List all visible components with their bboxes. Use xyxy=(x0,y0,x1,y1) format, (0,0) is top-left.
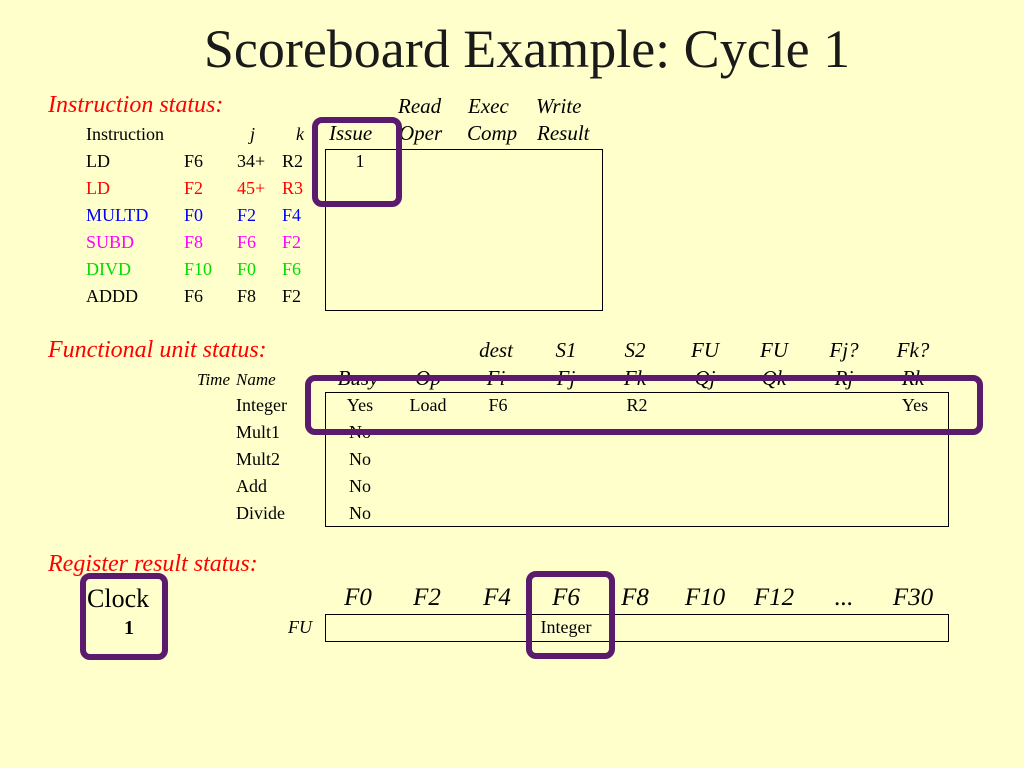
issue-header: Issue xyxy=(329,121,373,145)
instruction-j: 45+ xyxy=(237,178,266,198)
instruction-op: SUBD xyxy=(86,232,135,252)
instruction-row-5: DIVD F10 F0 F6 xyxy=(0,259,1024,286)
register-header: F2 xyxy=(413,584,441,611)
instruction-dest: F6 xyxy=(184,286,204,306)
fu-row-integer: Integer Yes Load F6 R2 Yes xyxy=(0,395,1024,422)
instruction-k: F6 xyxy=(282,259,302,279)
fu-header-time: Time xyxy=(196,370,230,389)
read-header-top: Read xyxy=(398,94,442,118)
fu-row-mult2: Mult2 No xyxy=(0,449,1024,476)
fu-op: Load xyxy=(409,395,447,415)
instruction-issue: 1 xyxy=(355,151,365,171)
fu-busy: No xyxy=(349,449,371,469)
register-result-status-label: Register result status: xyxy=(48,551,258,577)
register-header: F12 xyxy=(753,584,795,611)
fu-header-top-dest: dest xyxy=(479,338,513,362)
fu-header-top-fk: Fk? xyxy=(896,338,930,362)
register-value: Integer xyxy=(540,617,592,637)
instruction-row-4: SUBD F8 F6 F2 xyxy=(0,232,1024,259)
instruction-j: F8 xyxy=(237,286,257,306)
k-header: k xyxy=(296,124,304,144)
fu-header-top-s1: S1 xyxy=(555,338,577,362)
instruction-dest: F0 xyxy=(184,205,204,225)
fu-header-top-fu1: FU xyxy=(691,338,719,362)
fu-header-top-s2: S2 xyxy=(624,338,646,362)
instruction-op: ADDD xyxy=(86,286,138,306)
instruction-k: F4 xyxy=(282,205,302,225)
exec-header-top: Exec xyxy=(468,94,509,118)
instruction-k: R2 xyxy=(282,151,304,171)
fu-header-top-fu2: FU xyxy=(760,338,788,362)
fu-row-divide: Divide No xyxy=(0,503,1024,530)
clock-highlight xyxy=(80,573,168,660)
issue-highlight xyxy=(312,117,402,207)
exec-header: Comp xyxy=(467,121,518,145)
instruction-k: F2 xyxy=(282,232,302,252)
fu-row-label: FU xyxy=(288,617,312,637)
instruction-op: LD xyxy=(86,178,110,198)
read-header: Oper xyxy=(399,121,443,145)
instruction-dest: F6 xyxy=(184,151,204,171)
write-header: Result xyxy=(537,121,590,145)
instruction-j: F0 xyxy=(237,259,257,279)
instruction-j: F2 xyxy=(237,205,257,225)
fu-busy: No xyxy=(349,476,371,496)
write-header-top: Write xyxy=(536,94,582,118)
instruction-op: DIVD xyxy=(86,259,131,279)
integer-unit-highlight xyxy=(305,375,983,435)
instruction-op: MULTD xyxy=(86,205,149,225)
register-header: F6 xyxy=(552,584,580,611)
clock-label: Clock xyxy=(87,584,150,613)
slide-title: Scoreboard Example: Cycle 1 xyxy=(203,19,851,79)
fu-name: Integer xyxy=(236,395,287,415)
register-header: F0 xyxy=(344,584,372,611)
instruction-row-2: LD F2 45+ R3 xyxy=(0,178,1024,205)
fu-fk: R2 xyxy=(626,395,648,415)
instruction-dest: F2 xyxy=(184,178,204,198)
functional-unit-status-box xyxy=(325,392,949,527)
fu-rk: Yes xyxy=(901,395,929,415)
instruction-row-1: LD F6 34+ R2 1 xyxy=(0,151,1024,178)
register-header: F8 xyxy=(621,584,649,611)
fu-name: Add xyxy=(236,476,267,496)
instruction-status-box xyxy=(325,149,603,311)
fu-name: Mult2 xyxy=(236,449,281,469)
clock-value: 1 xyxy=(124,617,134,639)
register-header: ... xyxy=(834,584,854,611)
instruction-dest: F8 xyxy=(184,232,204,252)
instruction-op: LD xyxy=(86,151,110,171)
instruction-k: R3 xyxy=(282,178,304,198)
fu-name: Divide xyxy=(236,503,285,523)
fu-fi: F6 xyxy=(488,395,508,415)
f6-highlight xyxy=(526,571,615,659)
instruction-j: F6 xyxy=(237,232,257,252)
functional-unit-status-label: Functional unit status: xyxy=(48,337,267,363)
instruction-header: Instruction xyxy=(86,124,164,144)
instruction-dest: F10 xyxy=(184,259,213,279)
instruction-j: 34+ xyxy=(237,151,266,171)
fu-busy: Yes xyxy=(346,395,374,415)
fu-row-add: Add No xyxy=(0,476,1024,503)
register-result-box xyxy=(325,614,949,642)
instruction-row-6: ADDD F6 F8 F2 xyxy=(0,286,1024,313)
register-header: F30 xyxy=(892,584,934,611)
fu-busy: No xyxy=(349,503,371,523)
fu-name: Mult1 xyxy=(236,422,281,442)
instruction-k: F2 xyxy=(282,286,302,306)
register-header: F10 xyxy=(684,584,726,611)
instruction-status-label: Instruction status: xyxy=(48,92,224,118)
fu-header-name: Name xyxy=(236,370,276,389)
register-header: F4 xyxy=(483,584,511,611)
instruction-row-3: MULTD F0 F2 F4 xyxy=(0,205,1024,232)
fu-header-top-fj: Fj? xyxy=(829,338,859,362)
j-header: j xyxy=(250,124,256,144)
